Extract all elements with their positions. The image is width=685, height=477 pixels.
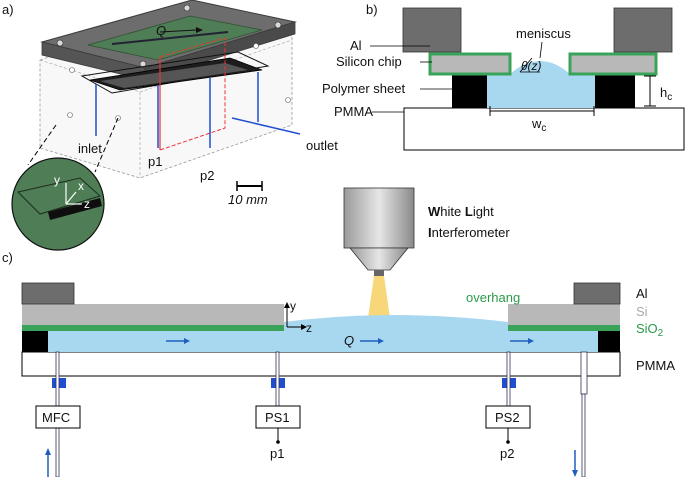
p2-label-c: p2 bbox=[500, 446, 514, 461]
axis-y-c: y bbox=[290, 299, 296, 313]
wli-label-line2: Interferometer bbox=[428, 225, 510, 240]
panel-a-label: a) bbox=[2, 2, 14, 17]
panel-c-label: c) bbox=[2, 250, 13, 265]
panel-b-label: b) bbox=[366, 2, 378, 17]
cross-section-c bbox=[21, 282, 621, 377]
label-hc: hc bbox=[660, 85, 672, 103]
pmma-base-c bbox=[21, 351, 621, 377]
panel-a-q-label: Q bbox=[156, 23, 166, 38]
legend-sio2: SiO2 bbox=[636, 321, 664, 339]
legend-si: Si bbox=[636, 304, 648, 319]
label-contact-angle: θ(z) bbox=[521, 59, 542, 73]
scale-bar-label: 10 mm bbox=[228, 192, 268, 207]
meniscus-shape bbox=[510, 61, 570, 74]
ps2-label: PS2 bbox=[495, 410, 520, 425]
inset-axis-x: x bbox=[78, 179, 84, 193]
overhang-label: overhang bbox=[466, 290, 520, 305]
mfc-box bbox=[35, 405, 81, 429]
wli-label-line1: White Light bbox=[428, 204, 494, 219]
label-wc: wc bbox=[531, 116, 546, 134]
device-3d-view bbox=[39, 0, 301, 179]
wli-objective bbox=[343, 187, 415, 318]
p1-label: p1 bbox=[148, 154, 162, 169]
label-silicon-chip: Silicon chip bbox=[336, 54, 402, 69]
cross-section-b bbox=[402, 7, 685, 151]
scale-bar bbox=[236, 181, 263, 191]
legend-al: Al bbox=[636, 286, 648, 301]
p2-label: p2 bbox=[200, 168, 214, 183]
zoom-inset bbox=[11, 157, 105, 251]
label-pmma-b: PMMA bbox=[334, 104, 373, 119]
ps1-label: PS1 bbox=[265, 410, 290, 425]
mfc-label: MFC bbox=[42, 410, 70, 425]
flow-q-label-c: Q bbox=[344, 333, 354, 348]
label-al-b: Al bbox=[350, 38, 362, 53]
inlet-label: inlet bbox=[78, 141, 102, 156]
p1-label-c: p1 bbox=[270, 446, 284, 461]
inset-axis-y: y bbox=[54, 173, 60, 187]
label-polymer-sheet: Polymer sheet bbox=[322, 81, 405, 96]
label-meniscus: meniscus bbox=[516, 26, 571, 41]
wli-beam bbox=[368, 276, 390, 318]
legend-pmma: PMMA bbox=[636, 358, 675, 373]
inset-axis-z: z bbox=[84, 197, 90, 211]
axis-z-c: z bbox=[306, 321, 312, 335]
outlet-label: outlet bbox=[306, 138, 338, 153]
cut-plane bbox=[159, 37, 226, 151]
